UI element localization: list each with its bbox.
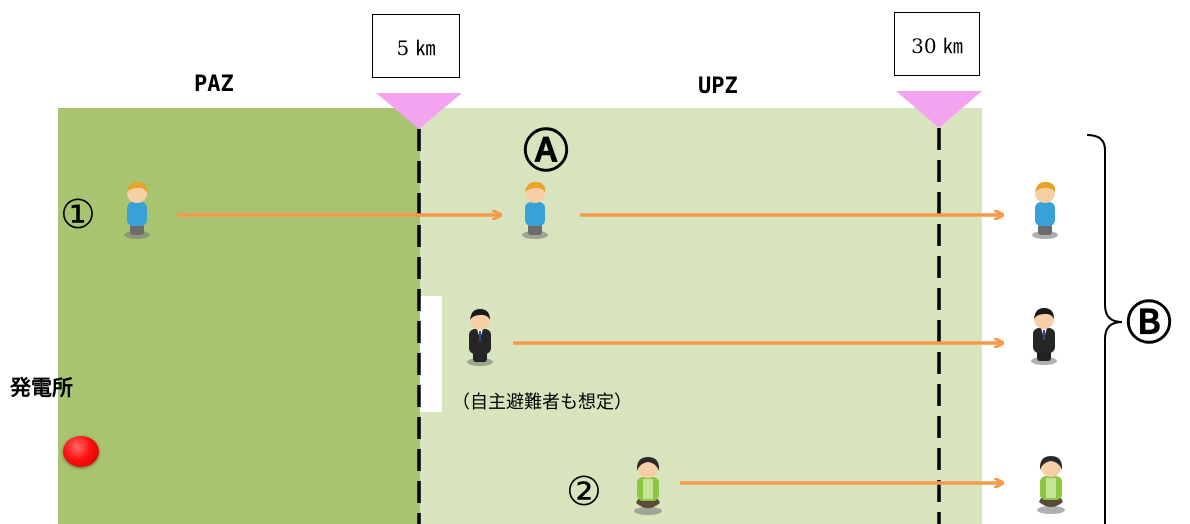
km30-box: 30 ㎞ [894,12,980,76]
mark-a: Ⓐ [523,124,569,178]
businessman-suit-icon [467,309,493,366]
paz-label: PAZ [194,72,234,97]
boy-blue-shirt-icon [1032,181,1058,239]
upz-label: UPZ [698,74,738,99]
group-bracket [1086,134,1123,524]
upz-zone [420,108,982,524]
voluntary-evacuee-note: （自主避難者も想定） [452,392,632,413]
km30-marker-triangle [896,91,982,128]
boy-blue-shirt-icon [124,181,150,239]
power-plant-icon [63,436,99,467]
mark-1: ① [60,192,96,238]
km5-box: 5 ㎞ [372,14,460,78]
paz-zone [58,108,420,524]
km5-marker-triangle [376,93,462,129]
upz-zone-notch [420,296,442,412]
woman-green-icon [1037,456,1065,514]
businessman-suit-icon [1031,308,1057,365]
woman-green-icon [634,457,662,515]
boy-blue-shirt-icon [522,181,548,239]
mark-b: Ⓑ [1126,296,1172,350]
mark-2: ② [566,469,602,515]
power-plant-label: 発電所 [10,376,73,400]
